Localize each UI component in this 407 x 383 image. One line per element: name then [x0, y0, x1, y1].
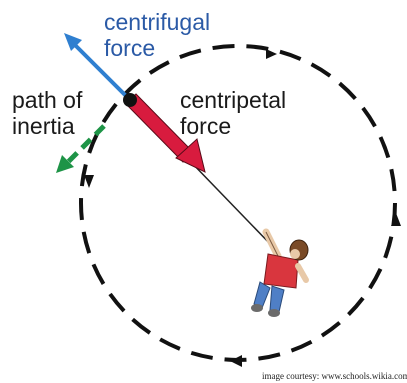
direction-arrow-right	[391, 213, 401, 226]
person-icon	[251, 228, 309, 317]
direction-arrow-left	[84, 175, 94, 188]
centrifugal-label-line1: centrifugal	[104, 9, 210, 35]
image-credit: image courtesy: www.schools.wikia.com	[262, 371, 407, 381]
centripetal-label-line1: centripetal	[180, 87, 286, 113]
path-of-inertia-label-line1: path of	[12, 87, 83, 113]
path-of-inertia-label-line2: inertia	[12, 113, 75, 139]
inertia-arrow	[56, 124, 106, 173]
direction-arrow-bottom	[230, 355, 242, 367]
centrifugal-label-line2: force	[104, 35, 155, 61]
centripetal-label-line2: force	[180, 113, 231, 139]
ball-icon	[123, 93, 137, 107]
direction-arrow-top	[266, 49, 277, 59]
centrifugal-arrow	[64, 33, 131, 101]
